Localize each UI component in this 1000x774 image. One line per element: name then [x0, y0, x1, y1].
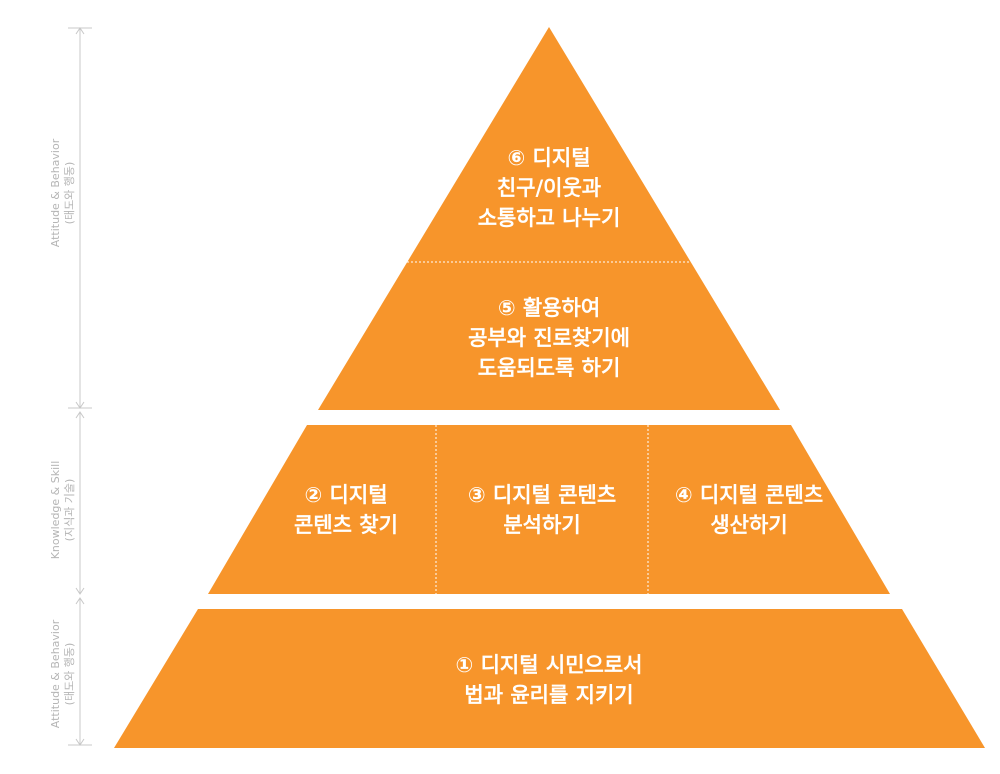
middle-tier-shape	[208, 425, 890, 594]
side-label-top-subtitle: (태도와 행동)	[63, 161, 76, 225]
block-item-6: ⑥ 디지털 친구/이웃과 소통하고 나누기	[429, 143, 669, 233]
block-item-4-line1: ④ 디지털 콘텐츠	[674, 483, 824, 507]
block-item-2-line1: ② 디지털	[304, 483, 388, 507]
block-item-6-line1: ⑥ 디지털	[507, 146, 591, 170]
axis-bracket-top	[68, 27, 92, 409]
top-tier-shape	[318, 27, 780, 410]
side-label-bottom-title: Attitude & Behavior	[49, 619, 62, 729]
block-item-1: ① 디지털 시민으로서 법과 윤리를 지키기	[399, 650, 699, 710]
block-item-2: ② 디지털 콘텐츠 찾기	[271, 480, 421, 540]
block-item-3-line2: 분석하기	[503, 513, 581, 537]
block-item-2-line2: 콘텐츠 찾기	[294, 513, 398, 537]
block-item-1-line2: 법과 윤리를 지키기	[464, 683, 634, 707]
block-item-5-line1: ⑤ 활용하여	[497, 296, 601, 320]
block-item-6-line3: 소통하고 나누기	[477, 206, 621, 230]
block-item-5: ⑤ 활용하여 공부와 진로찾기에 도움되도록 하기	[419, 293, 679, 383]
block-item-4: ④ 디지털 콘텐츠 생산하기	[654, 480, 844, 540]
side-label-bottom-subtitle: (태도와 행동)	[63, 642, 76, 706]
side-label-top: Attitude & Behavior (태도와 행동)	[49, 93, 77, 293]
bottom-tier-shape	[114, 609, 985, 748]
block-item-6-line2: 친구/이웃과	[496, 176, 602, 200]
block-item-3: ③ 디지털 콘텐츠 분석하기	[442, 480, 642, 540]
axis-bracket-middle	[75, 411, 85, 595]
side-label-bottom: Attitude & Behavior (태도와 행동)	[49, 574, 77, 774]
block-item-3-line1: ③ 디지털 콘텐츠	[467, 483, 617, 507]
side-label-top-title: Attitude & Behavior	[49, 138, 62, 248]
block-item-4-line2: 생산하기	[710, 513, 788, 537]
block-item-1-line1: ① 디지털 시민으로서	[455, 653, 643, 677]
axis-bracket-bottom	[68, 597, 92, 746]
block-item-5-line2: 공부와 진로찾기에	[468, 326, 630, 350]
block-item-5-line3: 도움되도록 하기	[477, 356, 621, 380]
